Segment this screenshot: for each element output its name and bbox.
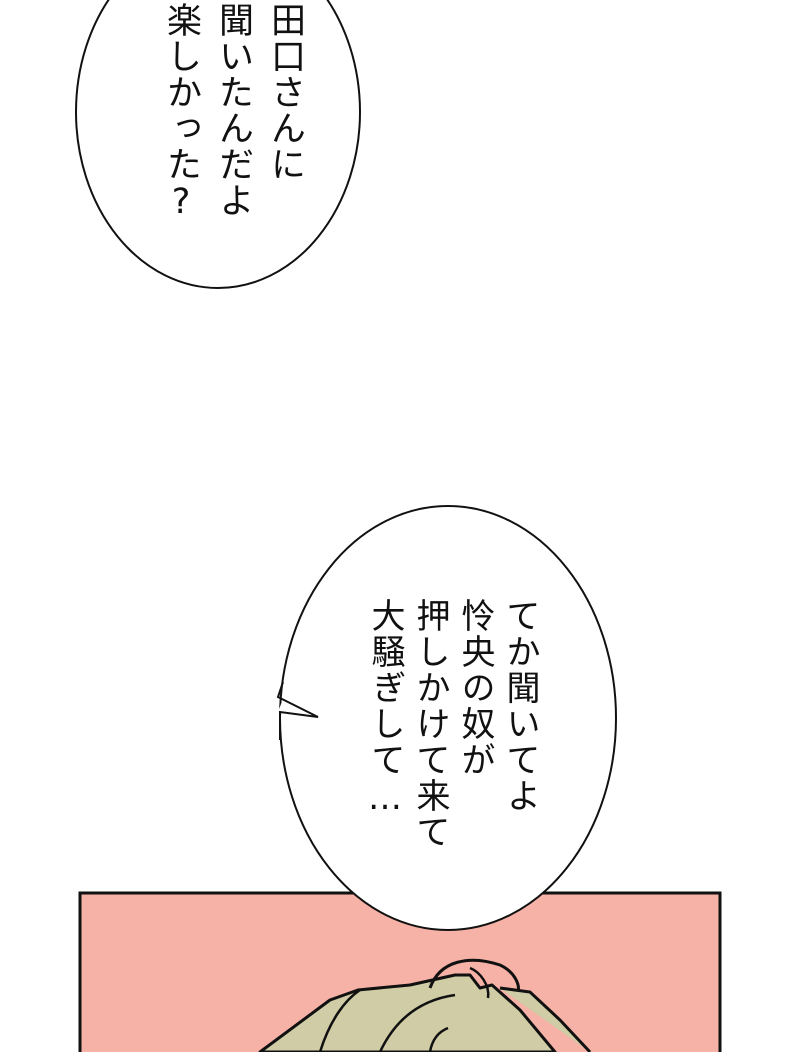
speech-bubble-1-text: 田口さんに 聞いたんだよ 楽しかった? xyxy=(161,2,305,223)
speech-bubble-2 xyxy=(276,505,617,931)
character-hair xyxy=(258,958,592,1052)
speech-bubble-2-text: てか聞いてよ 怜央の奴が 押しかけて来て 大騒ぎして… xyxy=(365,598,540,850)
speech-bubble-1 xyxy=(75,0,361,289)
